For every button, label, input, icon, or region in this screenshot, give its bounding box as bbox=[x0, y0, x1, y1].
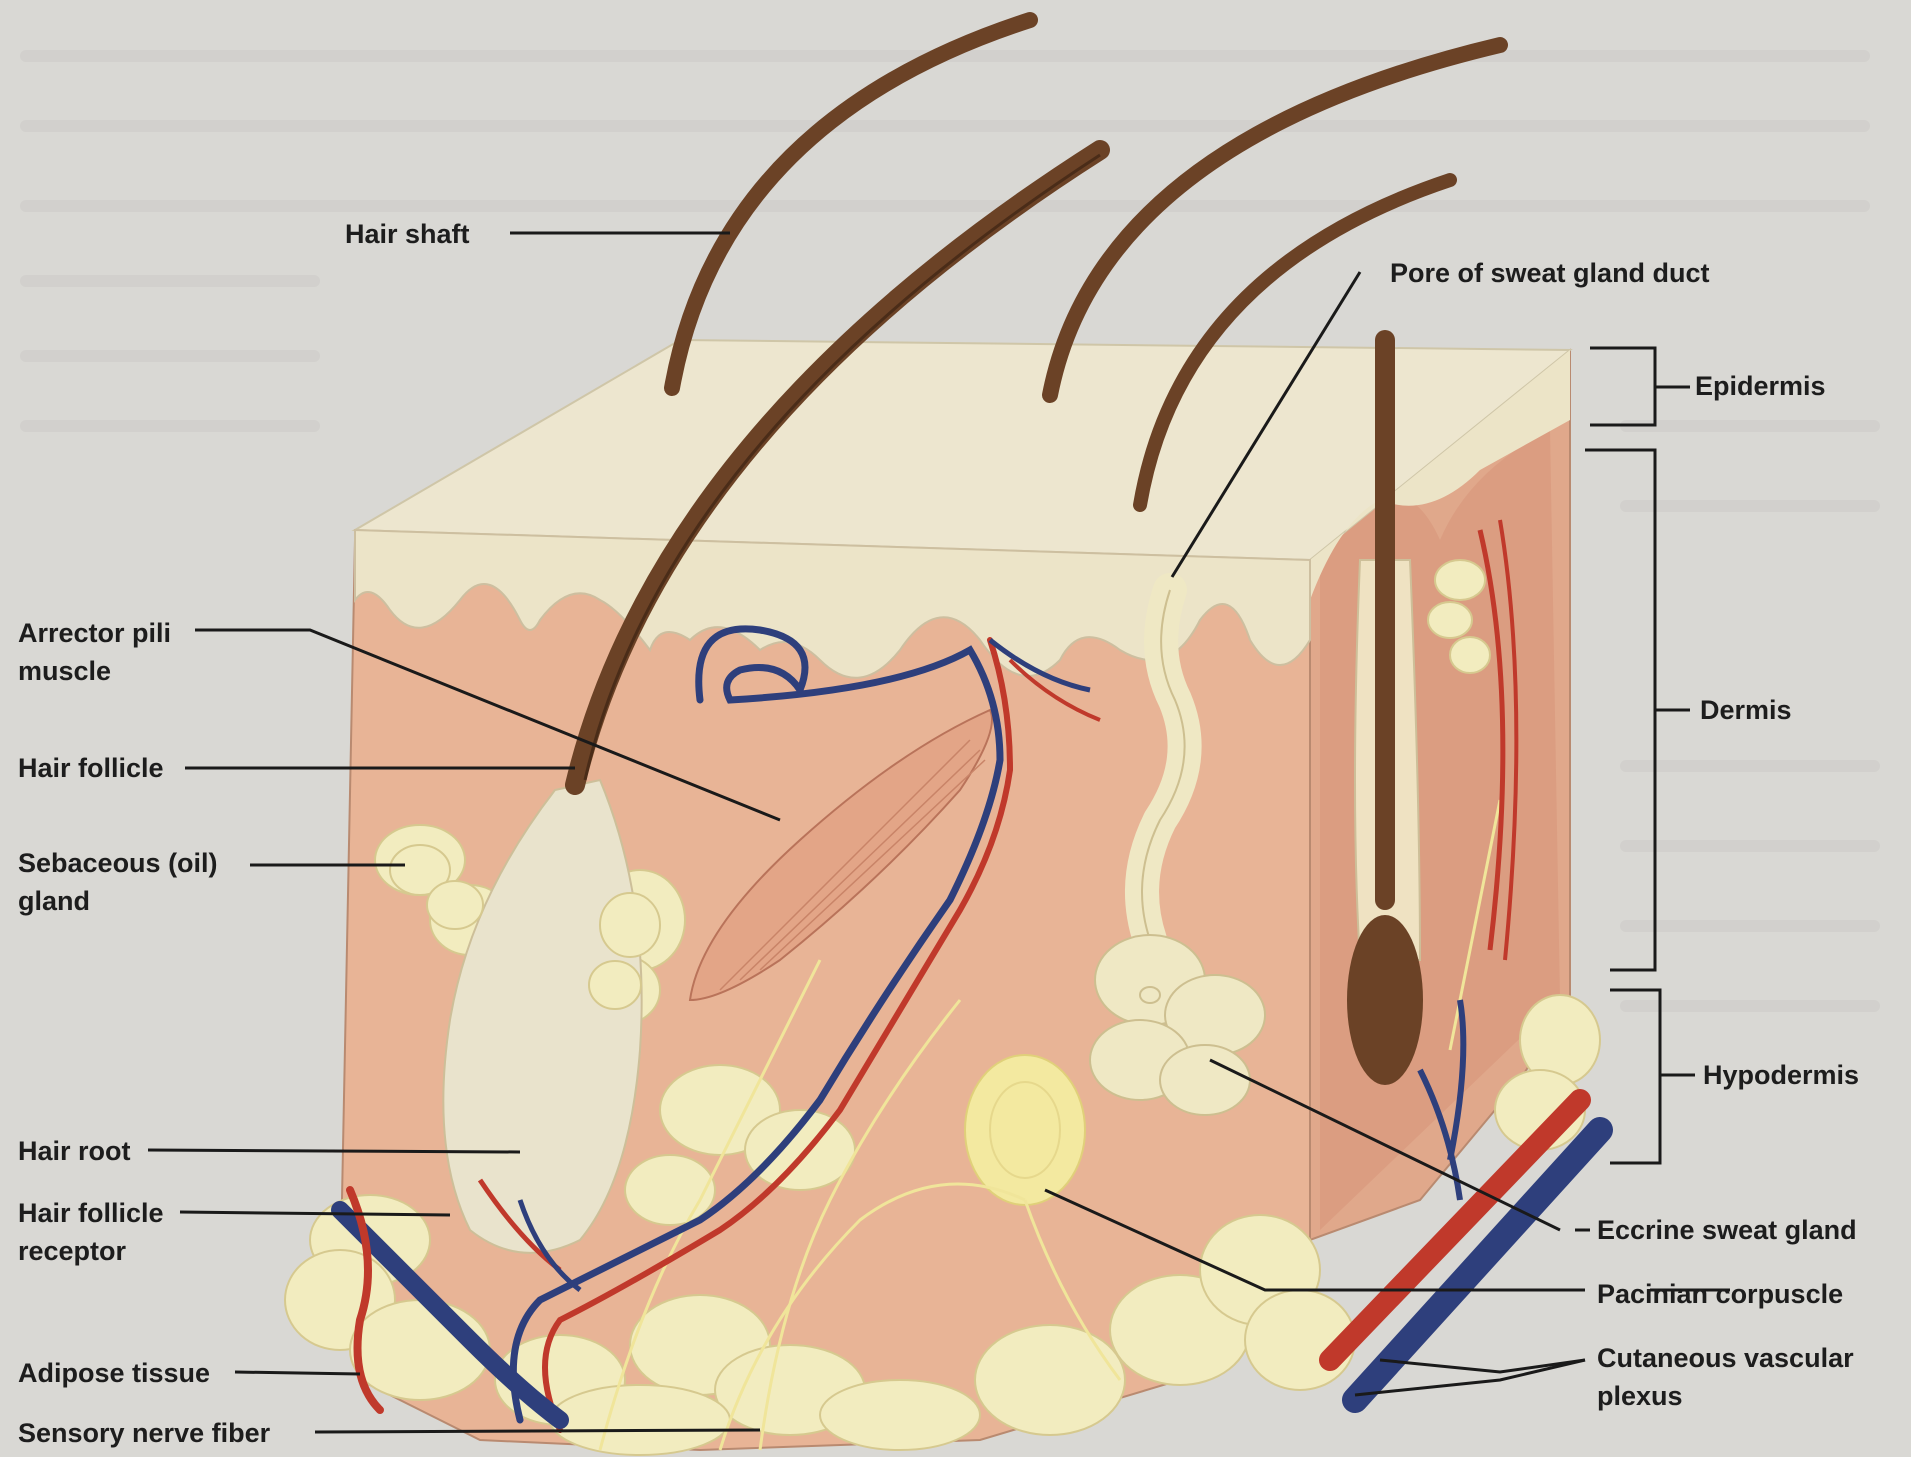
label-hair-follicle-receptor-line1: Hair follicle bbox=[18, 1195, 164, 1232]
label-dermis: Dermis bbox=[1700, 692, 1792, 729]
label-arrector-pili-line2: muscle bbox=[18, 653, 111, 690]
label-hair-shaft: Hair shaft bbox=[345, 216, 470, 253]
pacinian-corpuscle bbox=[965, 1055, 1085, 1205]
label-hair-root: Hair root bbox=[18, 1133, 131, 1170]
label-hypodermis: Hypodermis bbox=[1703, 1057, 1859, 1094]
hair-shaft-2 bbox=[1050, 45, 1500, 395]
label-hair-follicle-receptor-line2: receptor bbox=[18, 1233, 126, 1270]
dermis-bracket bbox=[1585, 450, 1655, 970]
label-pore-sweat-gland-duct: Pore of sweat gland duct bbox=[1390, 255, 1710, 292]
label-cutaneous-vascular-line1: Cutaneous vascular bbox=[1597, 1340, 1854, 1377]
epidermis-bracket bbox=[1590, 348, 1655, 425]
side-hair-bulb bbox=[1347, 915, 1423, 1085]
label-epidermis: Epidermis bbox=[1695, 368, 1826, 405]
hypodermis-bracket bbox=[1610, 990, 1660, 1163]
label-cutaneous-vascular-line2: plexus bbox=[1597, 1378, 1683, 1415]
label-hair-follicle: Hair follicle bbox=[18, 750, 164, 787]
label-eccrine-sweat-gland: Eccrine sweat gland bbox=[1597, 1212, 1857, 1249]
label-sensory-nerve-fiber: Sensory nerve fiber bbox=[18, 1415, 270, 1452]
layer-brackets bbox=[1585, 348, 1695, 1163]
label-adipose-tissue: Adipose tissue bbox=[18, 1355, 210, 1392]
label-sebaceous-line2: gland bbox=[18, 883, 90, 920]
label-arrector-pili-line1: Arrector pili bbox=[18, 615, 171, 652]
label-pacinian-corpuscle: Pacinian corpuscle bbox=[1597, 1276, 1843, 1313]
label-sebaceous-line1: Sebaceous (oil) bbox=[18, 845, 218, 882]
